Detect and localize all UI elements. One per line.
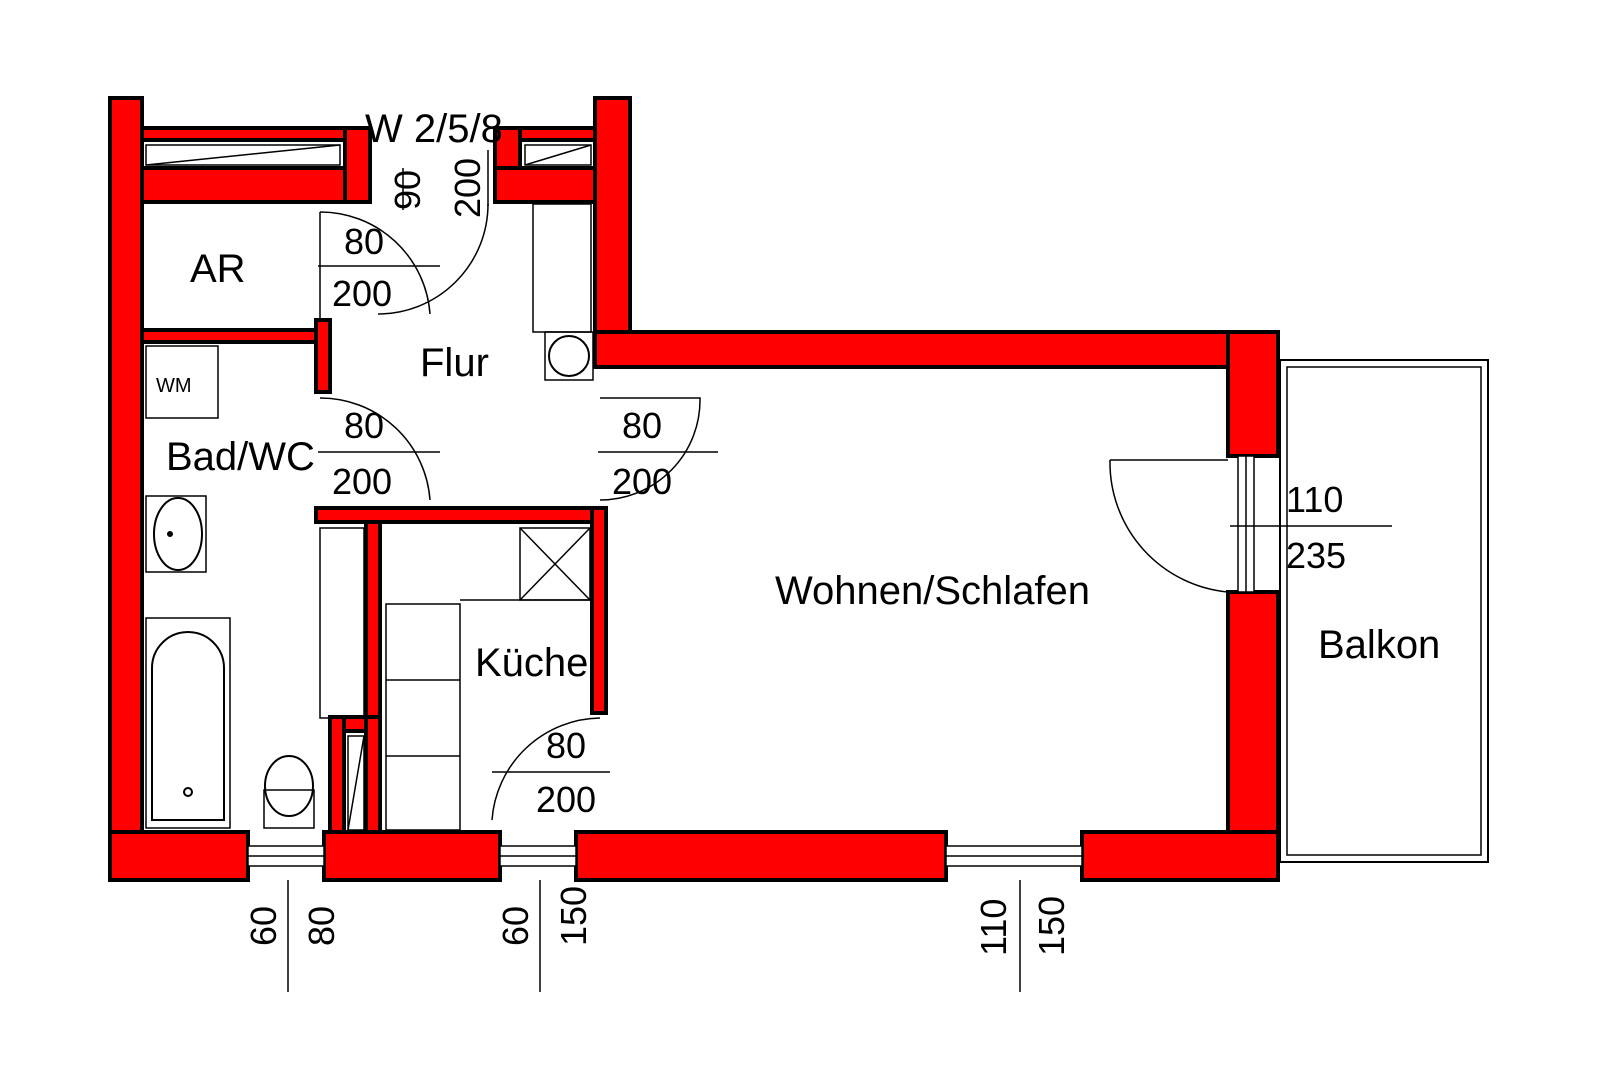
wohnen-door-height: 200 (612, 461, 672, 502)
wall-living-east-upper (1226, 330, 1280, 458)
entry-width: 90 (387, 170, 428, 210)
bath-window-height: 80 (301, 906, 342, 946)
wall-south-2 (322, 830, 502, 882)
wohnen-door-swing (599, 397, 701, 501)
boiler-icon (548, 335, 590, 377)
wall-flur-east (593, 96, 632, 362)
wardrobe (532, 203, 592, 333)
wm-label: WM (156, 375, 192, 397)
kueche-door-width: 80 (546, 725, 586, 766)
wall-south-1 (108, 830, 250, 882)
dimension-lines (287, 150, 1392, 992)
kitchen-window-height: 150 (553, 886, 594, 946)
wall-west (108, 96, 144, 882)
wall-kitchen-north (314, 506, 608, 524)
stove-icon (519, 527, 591, 601)
ar-door-width: 80 (344, 221, 384, 262)
wall-north-right (493, 166, 597, 204)
room-label-ar: AR (190, 247, 246, 291)
bad-door-width: 80 (344, 405, 384, 446)
kitchen-counter (385, 603, 461, 831)
kueche-door-swing (491, 717, 601, 821)
wall-shaft-left (328, 715, 346, 834)
wall-ar-bad (140, 328, 322, 344)
toilet (263, 789, 315, 829)
entry-height: 200 (447, 158, 488, 218)
kueche-door-height: 200 (536, 779, 596, 820)
washing-machine (145, 345, 219, 419)
wall-shaft-right (364, 715, 382, 834)
wall-south-3 (574, 830, 948, 882)
room-label-wohnen-schlafen: Wohnen/Schlafen (775, 569, 1090, 613)
room-label-kueche: Küche (475, 641, 588, 685)
room-label-balkon: Balkon (1318, 623, 1440, 667)
wohnen-door-width: 80 (622, 405, 662, 446)
bathtub (145, 617, 231, 829)
room-label-flur: Flur (420, 341, 489, 385)
entry-door-swing (377, 203, 489, 315)
walls (108, 96, 1280, 882)
balcony-door-width: 110 (1286, 479, 1343, 520)
wall-north-left-return (343, 126, 372, 204)
wall-living-north (593, 330, 1280, 369)
bath-window-width: 60 (243, 906, 284, 946)
balcony-door-height: 235 (1286, 535, 1346, 576)
balcony-outline (1279, 359, 1489, 863)
bad-door-swing (319, 397, 431, 501)
bad-door-height: 200 (332, 461, 392, 502)
balcony-door-swing (1109, 459, 1229, 593)
unit-id: W 2/5/8 (365, 107, 503, 151)
ar-door-height: 200 (332, 273, 392, 314)
wall-north-left-top (140, 126, 349, 142)
wall-bad-flur-upper (314, 318, 332, 394)
kitchen-window-width: 60 (495, 906, 536, 946)
living-window-width: 110 (973, 899, 1014, 956)
wall-north-left (140, 166, 372, 204)
windows (145, 144, 1255, 867)
room-label-bad-wc: Bad/WC (166, 435, 315, 479)
wall-kitchen-west-upper (364, 520, 382, 719)
living-window-height: 150 (1031, 896, 1072, 956)
wall-south-4 (1080, 830, 1280, 882)
ar-door-swing (319, 211, 431, 315)
sink-icon (153, 497, 203, 571)
fixtures (145, 203, 594, 831)
wall-kitchen-east (590, 506, 608, 715)
door-swings (319, 203, 1229, 821)
